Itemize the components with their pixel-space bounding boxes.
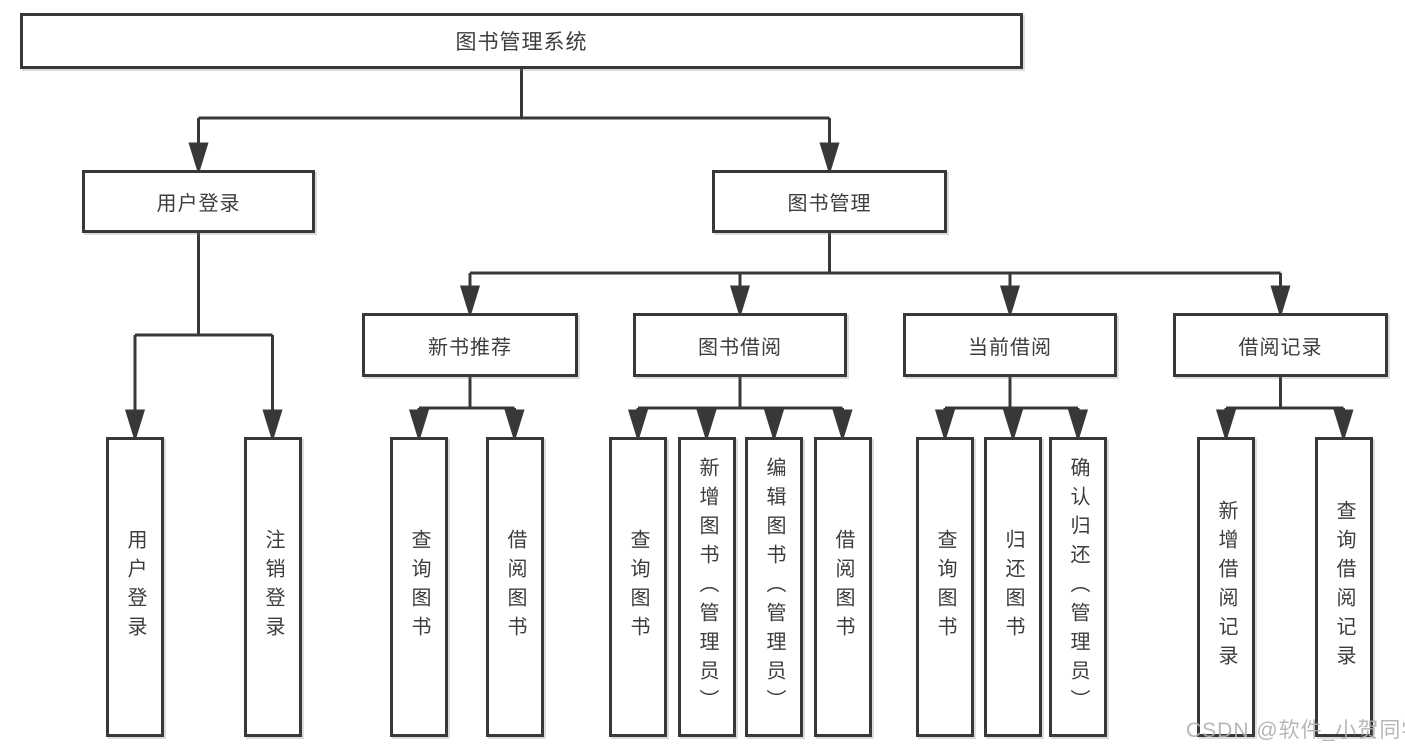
node-book-borrow: 图书借阅 <box>633 313 847 377</box>
leaf-label: 查询图书 <box>934 529 956 645</box>
leaf-label: 注销登录 <box>262 529 284 645</box>
leaf-query-books-recommend: 查询图书 <box>390 437 448 737</box>
node-new-book-recommend: 新书推荐 <box>362 313 578 377</box>
leaf-label: 用户登录 <box>124 529 146 645</box>
leaf-label: 借阅图书 <box>504 529 526 645</box>
leaf-label: 借阅图书 <box>832 529 854 645</box>
node-borrow-records: 借阅记录 <box>1173 313 1388 377</box>
leaf-label: 新增借阅记录 <box>1215 500 1237 674</box>
leaf-label: 新增图书（管理员） <box>696 456 718 718</box>
leaf-label: 查询借阅记录 <box>1333 500 1355 674</box>
node-current-borrow: 当前借阅 <box>903 313 1117 377</box>
leaf-query-books-current: 查询图书 <box>916 437 974 737</box>
node-user-login: 用户登录 <box>82 170 315 233</box>
node-root-library-system: 图书管理系统 <box>20 13 1023 69</box>
leaf-borrow-books-recommend: 借阅图书 <box>486 437 544 737</box>
leaf-query-books-borrow: 查询图书 <box>609 437 667 737</box>
node-book-management: 图书管理 <box>712 170 947 233</box>
leaf-add-books-admin: 新增图书（管理员） <box>678 437 736 737</box>
leaf-return-books: 归还图书 <box>984 437 1042 737</box>
leaf-user-login: 用户登录 <box>106 437 164 737</box>
leaf-edit-books-admin: 编辑图书（管理员） <box>745 437 803 737</box>
leaf-logout-login: 注销登录 <box>244 437 302 737</box>
leaf-borrow-books: 借阅图书 <box>814 437 872 737</box>
watermark: CSDN @软件_小贺同学 <box>1186 719 1405 742</box>
leaf-confirm-return-admin: 确认归还（管理员） <box>1049 437 1107 737</box>
leaf-label: 归还图书 <box>1002 529 1024 645</box>
leaf-label: 编辑图书（管理员） <box>763 456 785 718</box>
leaf-label: 确认归还（管理员） <box>1067 456 1089 718</box>
leaf-label: 查询图书 <box>408 529 430 645</box>
leaf-label: 查询图书 <box>627 529 649 645</box>
leaf-query-borrow-record: 查询借阅记录 <box>1315 437 1373 737</box>
leaf-add-borrow-record: 新增借阅记录 <box>1197 437 1255 737</box>
